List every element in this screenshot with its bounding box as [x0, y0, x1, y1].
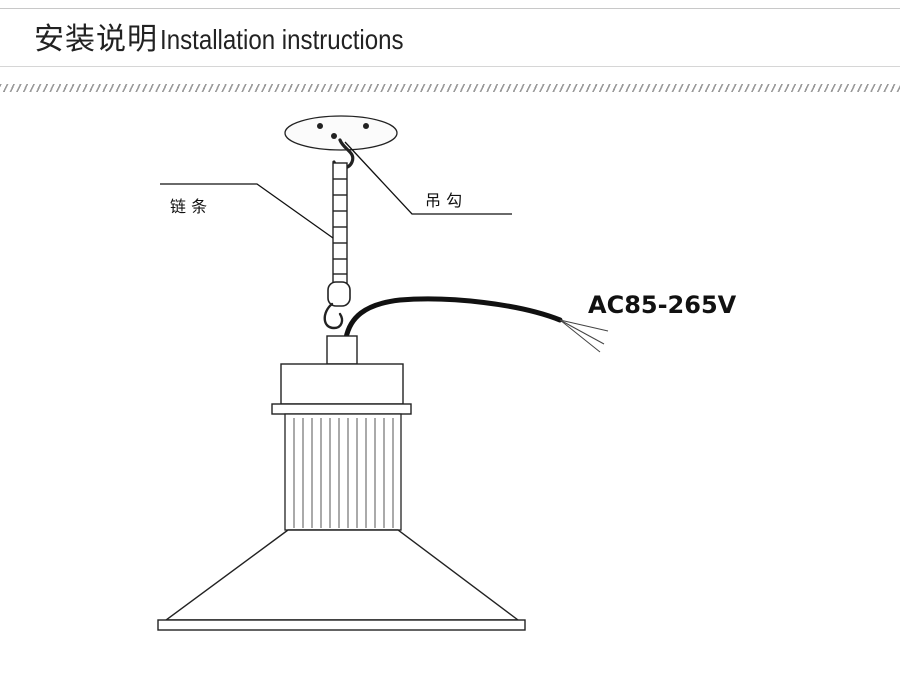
chain [332, 162, 348, 284]
voltage-label: AC85-265V [588, 291, 737, 319]
title-chinese: 安装说明 [34, 22, 158, 57]
lamp-hook [323, 281, 351, 330]
power-cable [343, 296, 609, 353]
header-divider [0, 66, 900, 67]
screw-hole [317, 123, 323, 129]
heat-sink [284, 413, 402, 531]
lamp-neck [326, 335, 358, 365]
screw-hole [331, 133, 337, 139]
hatched-divider [0, 84, 900, 92]
section-header: 安装说明Installation instructions [34, 14, 443, 64]
top-divider [0, 8, 900, 9]
hook-leader-line [344, 141, 512, 215]
hook-label: 吊 勾 [425, 191, 462, 210]
screw-hole [363, 123, 369, 129]
reflector-shade [157, 529, 526, 631]
title-english: Installation instructions [160, 24, 404, 55]
ceiling-plate [284, 115, 398, 151]
driver-housing [271, 363, 412, 415]
chain-label: 链 条 [170, 197, 207, 216]
chain-leader-line [160, 183, 334, 239]
